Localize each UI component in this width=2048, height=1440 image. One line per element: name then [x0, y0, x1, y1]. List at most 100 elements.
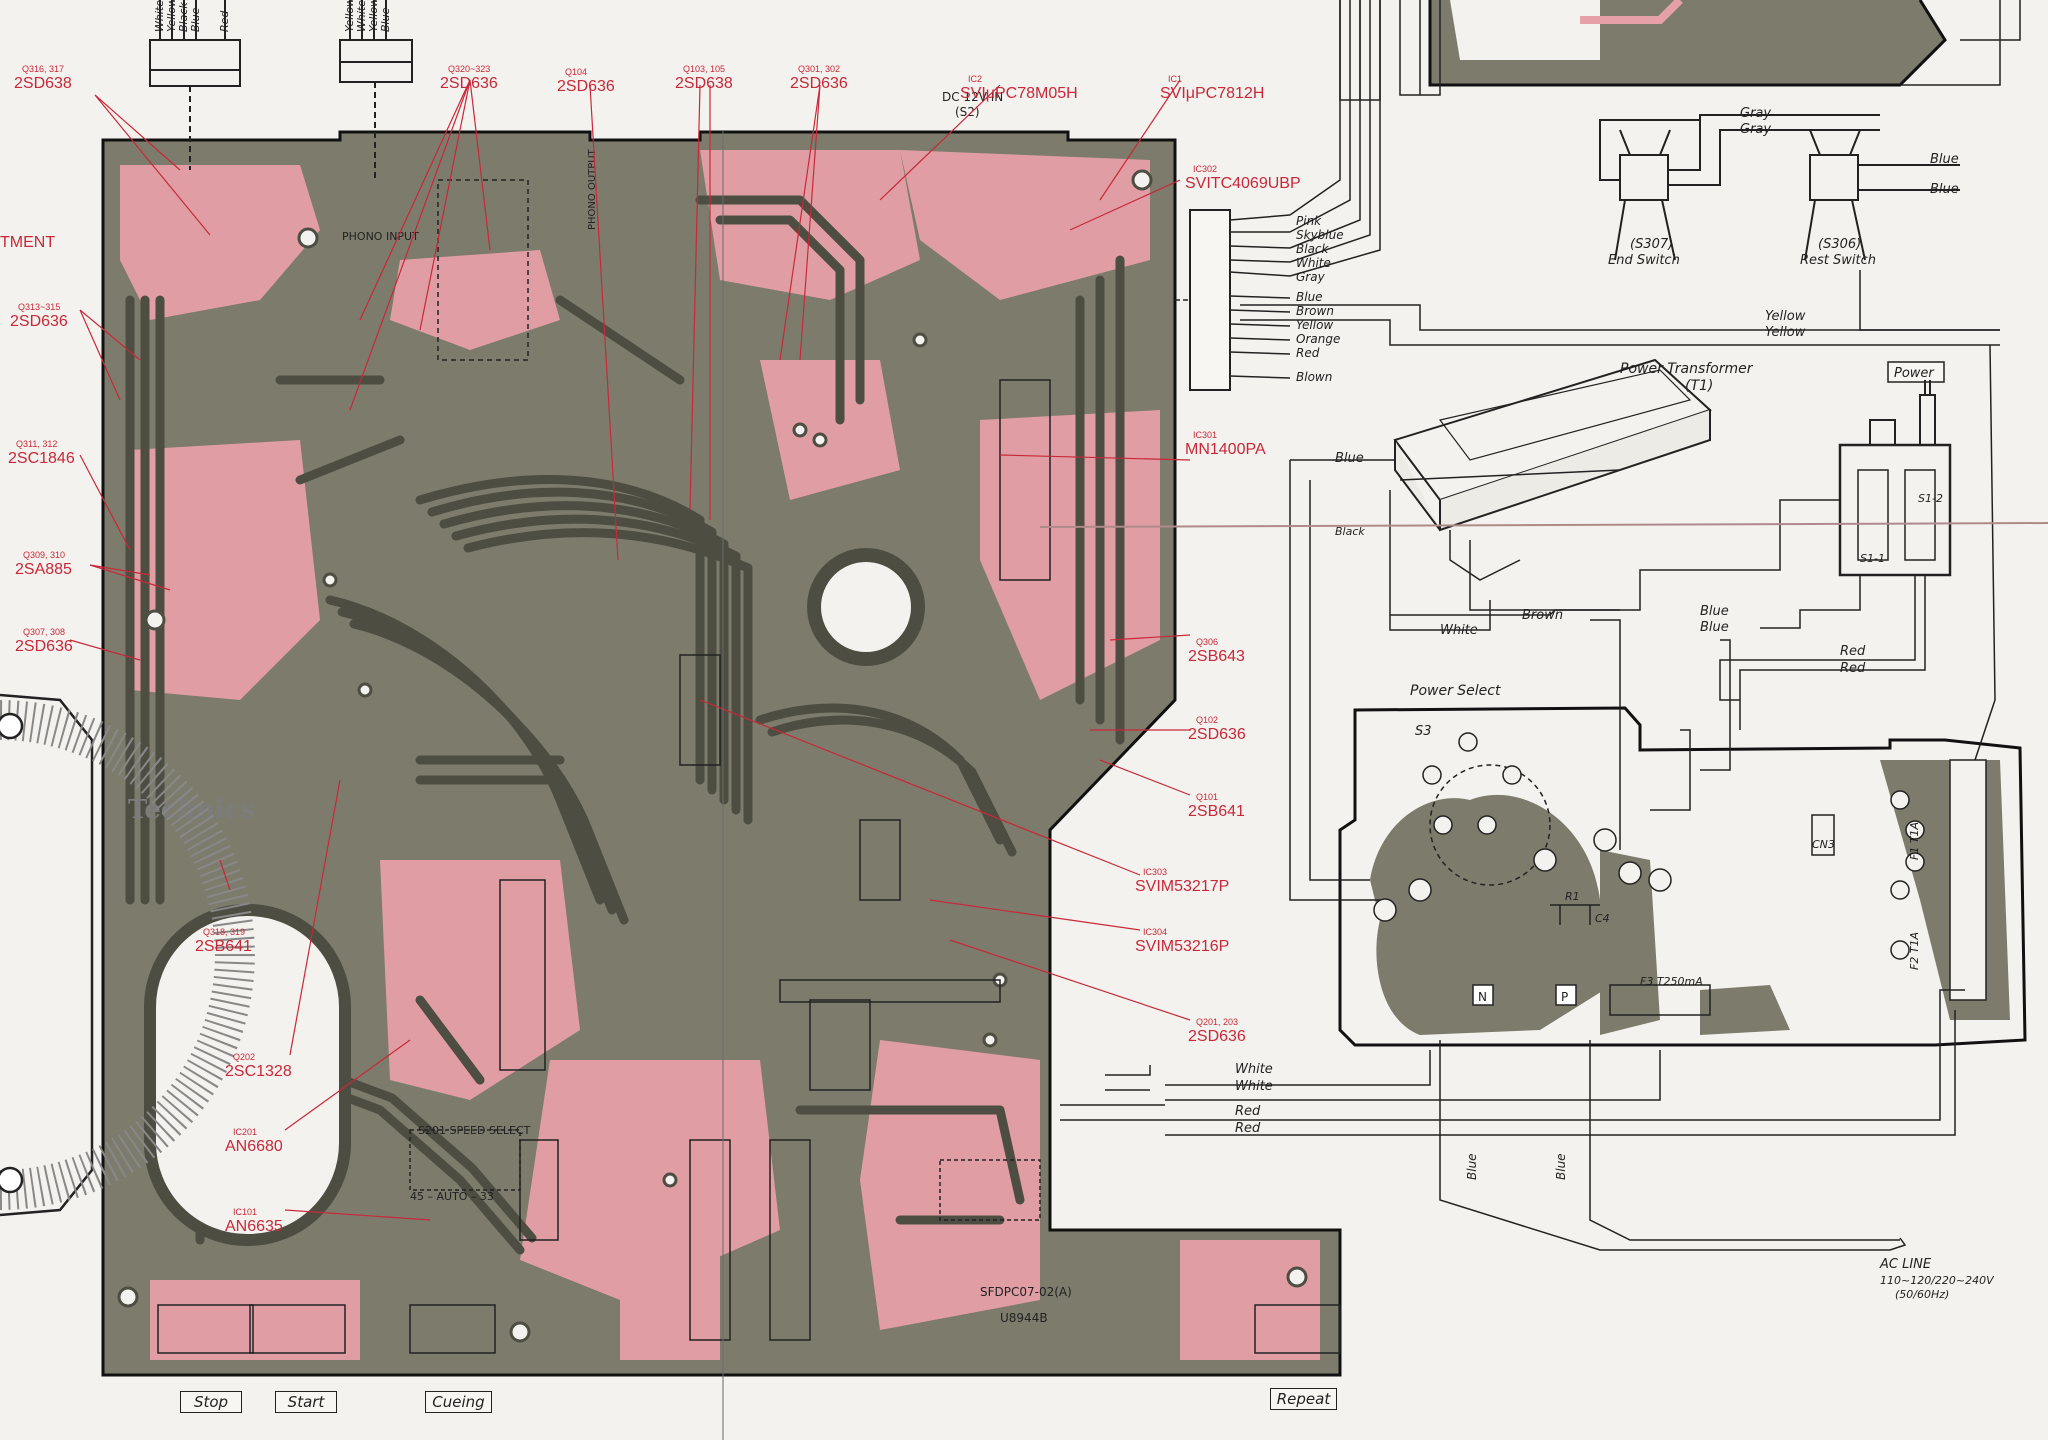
wire-label-black: Black [1335, 525, 1365, 538]
ic-label-ic301-line-2: MN1400PA [1185, 441, 1266, 458]
wire-label-blue-mid-1: Blue [1700, 604, 1729, 619]
rest-switch-line-1: (S306) [1818, 237, 1861, 252]
cn301-wire-1: Skyblue [1296, 228, 1344, 242]
cn301-wire-5: Blue [1296, 290, 1323, 304]
transistor-label-q104-line-1: Q104 [565, 67, 587, 77]
micro-switches [1599, 114, 1960, 261]
transistor-label-q313-line-2: 2SD636 [10, 313, 68, 330]
transistor-label-q320-line-1: Q320~323 [448, 64, 490, 74]
power-transformer [1393, 358, 1712, 581]
dc-in-line-2: (S2) [955, 105, 980, 119]
ic-label-ic303-line-2: SVIM53217P [1135, 878, 1229, 895]
end-switch-label: (S307) End Switch [1608, 237, 1680, 268]
wire-label-yellow-a: Yellow [1765, 309, 1806, 324]
repeat-switch-label[interactable]: Repeat [1270, 1388, 1337, 1410]
cn301-wire-3: White [1296, 256, 1331, 270]
transistor-label-q103-line-2: 2SD638 [675, 75, 733, 92]
transistor-label-q306-line-2: 2SB643 [1188, 648, 1245, 665]
wire-label-red-b1: Red [1235, 1104, 1261, 1119]
start-switch-label[interactable]: Start [275, 1391, 337, 1413]
wire-label-gray-1: Gray [1740, 106, 1771, 121]
power-transformer-line-1: Power Transformer [1620, 361, 1754, 377]
wire-label-blue-left: Blue [1335, 451, 1364, 466]
cueing-switch-label[interactable]: Cueing [425, 1391, 492, 1413]
wire-label-blue-1: Blue [189, 7, 202, 32]
rest-switch-label: (S306) Rest Switch [1800, 237, 1876, 268]
pcb-traces [125, 195, 1125, 1255]
transistor-label-q309-line-2: 2SA885 [15, 561, 72, 578]
phono-output-label: PHONO OUTPUT [587, 148, 598, 230]
transistor-label-q104-line-2: 2SD636 [557, 78, 615, 95]
c4-label: C4 [1595, 912, 1610, 925]
ac-line-line-3: (50/60Hz) [1895, 1288, 1949, 1301]
speed-select-label: S201 SPEED SELECT [418, 1124, 531, 1137]
fold-line [1039, 522, 2048, 528]
cn301-wire-list: PinkSkyblueBlackWhiteGrayBlueBrownYellow… [1296, 214, 1344, 384]
wire-label-white-1: White [153, 0, 166, 32]
p-terminal-label: P [1561, 990, 1568, 1004]
wire-label-red-b2: Red [1235, 1121, 1261, 1136]
component-outlines [157, 179, 1341, 1354]
transistor-label-q316-line-1: Q316, 317 [22, 64, 64, 74]
ic-label-ic1-line-2: SVIμPC7812H [1160, 85, 1264, 102]
wire-label-blue-mid-2: Blue [1700, 620, 1729, 635]
wire-label-white-2: White [355, 0, 368, 32]
ic-label-ic304-line-2: SVIM53216P [1135, 938, 1229, 955]
cn301-wire-7: Yellow [1296, 318, 1333, 332]
transistor-label-q101-line-2: 2SB641 [1188, 803, 1245, 820]
transistor-label-q316-line-2: 2SD638 [14, 75, 72, 92]
r1-label: R1 [1565, 890, 1580, 903]
transistor-label-q101-line-1: Q101 [1196, 792, 1218, 802]
end-switch-line-2: End Switch [1608, 253, 1680, 268]
transistor-label-q307-line-2: 2SD636 [15, 638, 73, 655]
rest-switch-line-2: Rest Switch [1800, 253, 1876, 268]
wire-label-yellow-b: Yellow [1765, 325, 1806, 340]
ic-label-ic304-line-1: IC304 [1143, 927, 1167, 937]
fuse-label: F3 T250mA [1640, 975, 1703, 988]
power-switch [1838, 361, 1952, 577]
right-connector-wire-labels: Yellow White Yellow Blue [343, 0, 392, 32]
dc-in-label: DC 12V IN (S2) [942, 90, 1007, 119]
wire-label-blue-2: Blue [379, 7, 392, 32]
cn301-wire-8: Orange [1296, 332, 1340, 346]
wire-label-white-b2: White [1235, 1079, 1273, 1094]
ic-label-ic301-line-1: IC301 [1193, 430, 1217, 440]
s1-1-label: S1-1 [1860, 552, 1885, 565]
wire-label-blue-top-2: Blue [1930, 182, 1959, 197]
ic-label-ic101-line-2: AN6635 [225, 1218, 283, 1235]
f2-label: F2 T1A [1908, 932, 1921, 970]
s3-label: S3 [1415, 724, 1432, 739]
stop-switch-label[interactable]: Stop [180, 1391, 242, 1413]
transistor-label-q202-line-2: 2SC1328 [225, 1063, 292, 1080]
transistor-label-q318-line-1: Q318, 319 [203, 927, 245, 937]
board-cutout [144, 904, 351, 1246]
cn301-wire-6: Brown [1296, 304, 1334, 318]
ic-label-ic2-line-1: IC2 [968, 74, 982, 84]
wire-label-white-b1: White [1235, 1062, 1273, 1077]
wire-label-blue-v1: Blue [1465, 1153, 1479, 1180]
transistor-label-q309-line-1: Q309, 310 [23, 550, 65, 560]
transistor-label-q318-line-2: 2SB641 [195, 938, 252, 955]
ic-label-ic302-line-2: SVITC4069UBP [1185, 175, 1301, 192]
wire-label-blue-v2: Blue [1554, 1153, 1568, 1180]
cn301-wire-0: Pink [1296, 214, 1322, 228]
f1-label: F1 T1A [1908, 822, 1921, 860]
left-edge-text: TMENT [0, 234, 55, 251]
power-wiring [1060, 270, 2000, 1251]
cn301-wire-10: Blown [1296, 370, 1332, 384]
power-label: Power [1894, 366, 1935, 381]
n-terminal-label: N [1478, 990, 1487, 1004]
